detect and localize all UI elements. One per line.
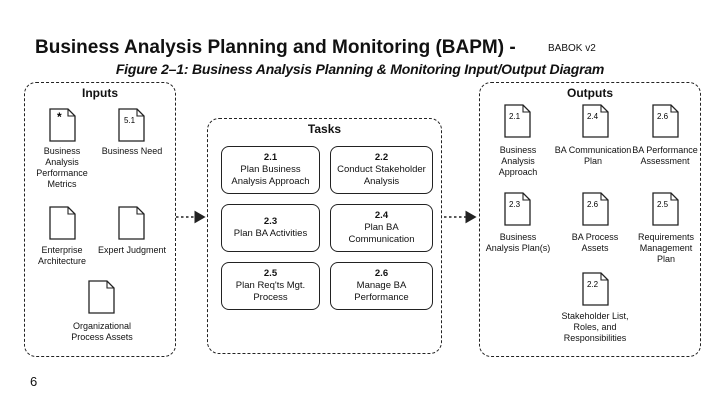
document-icon (88, 280, 115, 314)
task-id: 2.6 (374, 268, 389, 279)
task-label: Plan Business Analysis Approach (231, 164, 310, 187)
svg-text:5.1: 5.1 (124, 116, 136, 125)
page-number: 6 (30, 374, 38, 389)
output-doc-requirements-plan: 2.5 (652, 192, 679, 231)
input-label-enterprise-architecture: Enterprise Architecture (37, 245, 87, 266)
input-doc-process-assets (88, 280, 115, 319)
input-doc-performance-metrics: * (49, 108, 76, 147)
output-doc-process-assets: 2.6 (582, 192, 609, 231)
input-label-business-need: Business Need (101, 146, 163, 156)
task-box: 2.1 Plan Business Analysis Approach (221, 146, 320, 194)
output-label-communication-plan: BA Communication Plan (554, 145, 632, 166)
svg-text:2.6: 2.6 (657, 112, 669, 121)
task-box: 2.4 Plan BA Communication (330, 204, 433, 252)
task-label: Manage BA Performance (354, 280, 409, 303)
inputs-group (24, 82, 176, 357)
task-label: Plan BA Activities (233, 228, 308, 239)
task-label: Plan Req'ts Mgt. Process (235, 280, 306, 303)
output-label-ba-plans: Business Analysis Plan(s) (485, 232, 551, 253)
input-doc-expert-judgment (118, 206, 145, 245)
document-icon (49, 206, 76, 240)
input-label-process-assets: Organizational Process Assets (71, 321, 133, 342)
output-label-process-assets: BA Process Assets (571, 232, 619, 253)
svg-text:2.4: 2.4 (587, 112, 599, 121)
slide-subtitle: BABOK v2 (548, 43, 596, 54)
output-label-ba-approach: Business Analysis Approach (498, 145, 538, 177)
outputs-group (479, 82, 701, 357)
task-id: 2.5 (263, 268, 278, 279)
task-box: 2.2 Conduct Stakeholder Analysis (330, 146, 433, 194)
output-label-performance-assessment: BA Performance Assessment (632, 145, 698, 166)
document-icon: 2.1 (504, 104, 531, 138)
task-id: 2.1 (263, 152, 278, 163)
task-box: 2.3 Plan BA Activities (221, 204, 320, 252)
svg-text:*: * (57, 110, 62, 124)
output-doc-stakeholder-list: 2.2 (582, 272, 609, 311)
document-icon: 2.5 (652, 192, 679, 226)
inputs-title: Inputs (82, 86, 118, 100)
task-box: 2.5 Plan Req'ts Mgt. Process (221, 262, 320, 310)
task-label: Conduct Stakeholder Analysis (337, 164, 426, 187)
tasks-group (207, 118, 442, 354)
input-label-expert-judgment: Expert Judgment (97, 245, 167, 255)
outputs-title: Outputs (567, 86, 613, 100)
task-id: 2.2 (374, 152, 389, 163)
output-label-requirements-plan: Requirements Management Plan (637, 232, 695, 264)
svg-text:2.1: 2.1 (509, 112, 521, 121)
input-doc-enterprise-architecture (49, 206, 76, 245)
document-icon: 5.1 (118, 108, 145, 142)
figure-caption: Figure 2–1: Business Analysis Planning &… (115, 61, 605, 77)
document-icon: * (49, 108, 76, 142)
input-label-performance-metrics: Business Analysis Performance Metrics (36, 146, 88, 189)
svg-text:2.3: 2.3 (509, 200, 521, 209)
output-doc-communication-plan: 2.4 (582, 104, 609, 143)
document-icon (118, 206, 145, 240)
output-doc-ba-approach: 2.1 (504, 104, 531, 143)
task-box: 2.6 Manage BA Performance (330, 262, 433, 310)
document-icon: 2.4 (582, 104, 609, 138)
document-icon: 2.6 (652, 104, 679, 138)
task-id: 2.4 (374, 210, 389, 221)
slide-title: Business Analysis Planning and Monitorin… (35, 37, 516, 58)
output-label-stakeholder-list: Stakeholder List, Roles, and Responsibil… (561, 311, 629, 343)
task-label: Plan BA Communication (348, 222, 415, 245)
document-icon: 2.2 (582, 272, 609, 306)
svg-text:2.6: 2.6 (587, 200, 599, 209)
svg-text:2.5: 2.5 (657, 200, 669, 209)
output-doc-performance-assessment: 2.6 (652, 104, 679, 143)
output-doc-ba-plans: 2.3 (504, 192, 531, 231)
document-icon: 2.6 (582, 192, 609, 226)
document-icon: 2.3 (504, 192, 531, 226)
svg-text:2.2: 2.2 (587, 280, 599, 289)
tasks-title: Tasks (307, 122, 342, 136)
input-doc-business-need: 5.1 (118, 108, 145, 147)
task-id: 2.3 (263, 216, 278, 227)
